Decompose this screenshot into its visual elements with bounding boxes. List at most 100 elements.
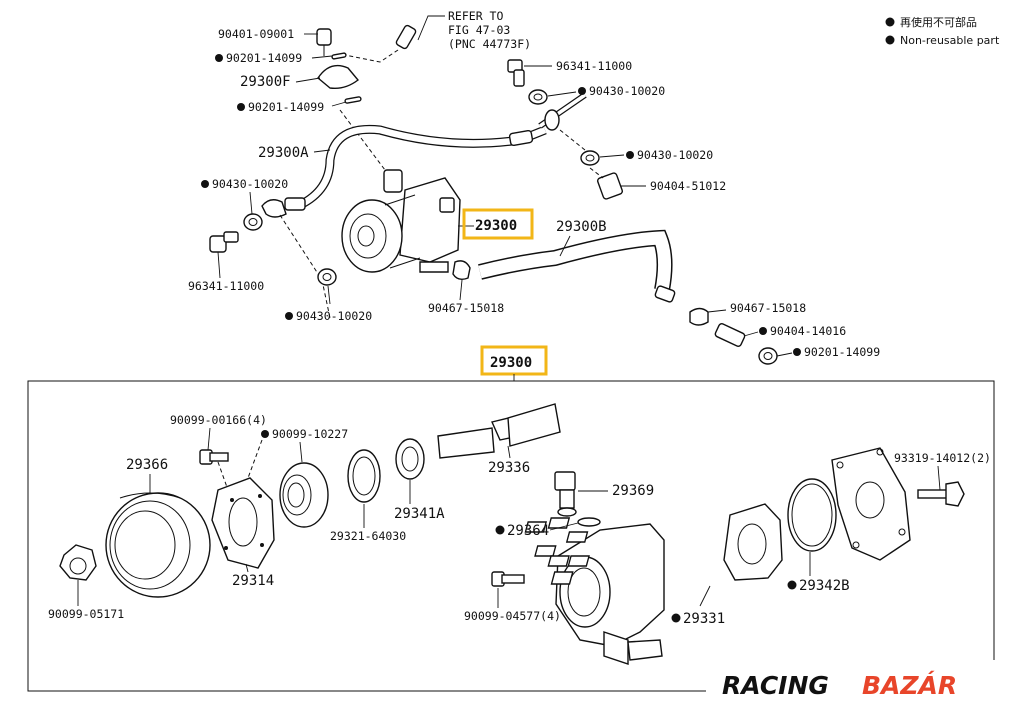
rotor: [723, 503, 783, 581]
label: 90430-10020: [296, 309, 372, 323]
nut-90099-05171: [59, 544, 97, 581]
non-reusable-icon: [237, 103, 245, 111]
label: 29300B: [556, 219, 607, 235]
non-reusable-icon: [626, 151, 634, 159]
label: 29342B: [799, 578, 850, 594]
oring-29342B: [787, 478, 837, 552]
refer-note: REFER TO FIG 47-03 (PNC 44773F): [344, 9, 531, 63]
union-90404-14016: [714, 323, 746, 347]
legend: 再使用不可部品 Non-reusable part: [885, 15, 1000, 47]
dashed-line: [247, 439, 263, 479]
banjo-fitting: [544, 109, 560, 131]
label: 29321-64030: [330, 529, 406, 543]
hose-29300B: [478, 231, 672, 292]
gasket-90430-c: [243, 213, 263, 231]
label: 90099-04577(4): [464, 609, 561, 623]
label: 90099-05171: [48, 607, 124, 621]
pulley-29366: [105, 492, 211, 598]
non-reusable-icon: [787, 580, 797, 590]
label: 90404-51012: [650, 179, 726, 193]
upper-left-parts: [316, 28, 386, 171]
gasket-90201-c: [758, 347, 778, 365]
label: 29366: [126, 457, 168, 473]
seal-29341A: [395, 438, 425, 480]
pump-pulley: [341, 199, 403, 273]
refer-line1: REFER TO: [448, 9, 503, 23]
left-fittings: [209, 199, 337, 319]
label: 90201-14099: [804, 345, 880, 359]
shaft-29336: [437, 403, 561, 459]
bullet-icon: [885, 17, 895, 27]
label: 29300A: [258, 145, 309, 161]
dashed-line: [559, 129, 586, 151]
label: 29369: [612, 483, 654, 499]
bottom-labels: 90099-00166(4) 90099-10227 29366 29336 9…: [48, 413, 991, 627]
bolt-90099-00166: [199, 449, 229, 491]
label: 90430-10020: [589, 84, 665, 98]
clip-90201-a: [331, 52, 347, 60]
label: 90430-10020: [212, 177, 288, 191]
non-reusable-icon: [495, 525, 505, 535]
pump-housing: [555, 523, 665, 665]
legend-jp: 再使用不可部品: [900, 15, 977, 29]
top-labels: 90401-09001 90201-14099 29300F 90201-140…: [188, 27, 880, 359]
label: 90404-14016: [770, 324, 846, 338]
bolt-93319-14012: [917, 481, 965, 507]
label: 90430-10020: [637, 148, 713, 162]
logo-bazar: BAZÁR: [862, 671, 957, 700]
dashed-line: [217, 461, 229, 491]
non-reusable-icon: [671, 613, 681, 623]
bearing-90099-10227: [247, 439, 329, 528]
gasket-90430-a: [528, 89, 548, 105]
legend-en: Non-reusable part: [900, 34, 1000, 47]
union-29300F: [317, 64, 360, 90]
pump-body: [399, 177, 461, 263]
union-90404-51012: [596, 172, 624, 200]
label: 29341A: [394, 506, 445, 522]
pump-inlet: [419, 261, 449, 273]
label: 29331: [683, 611, 725, 627]
pump-assembly-top: [341, 169, 474, 273]
label-29300-top: 29300: [475, 218, 517, 234]
leader-line: [417, 15, 445, 41]
vanes-29331: [524, 517, 590, 585]
exploded-view-frame: [27, 380, 995, 692]
label: 96341-11000: [556, 59, 632, 73]
hose-fitting: [508, 129, 534, 147]
label: 29314: [232, 573, 274, 589]
bolt-90401: [316, 28, 332, 46]
lower-right-fittings: [689, 307, 778, 365]
gasket-90430-b: [580, 150, 600, 166]
label: 90467-15018: [730, 301, 806, 315]
non-reusable-icon: [261, 430, 269, 438]
hose-fitting: [284, 197, 306, 211]
bolt-90099-04577: [491, 571, 525, 587]
label: 29300F: [240, 74, 291, 90]
pump-outlet: [383, 169, 403, 193]
gasket-90430-d: [317, 268, 337, 286]
non-reusable-icon: [793, 348, 801, 356]
refer-line3: (PNC 44773F): [448, 37, 531, 51]
label: 93319-14012(2): [894, 451, 991, 465]
ring-29321-64030: [347, 449, 381, 503]
flange-29314: [211, 477, 275, 569]
watermark-logo: RACING BAZÁR: [706, 660, 1022, 704]
non-reusable-icon: [215, 54, 223, 62]
non-reusable-icon: [759, 327, 767, 335]
hose-clamp: [261, 199, 287, 218]
label: 29364: [507, 523, 549, 539]
connector-29369: [554, 471, 577, 517]
refer-line2: FIG 47-03: [448, 23, 510, 37]
hose-clamp-90467-a: [452, 260, 471, 281]
non-reusable-icon: [201, 180, 209, 188]
label: 90401-09001: [218, 27, 294, 41]
oring-29364: [577, 517, 601, 527]
logo-racing: RACING: [722, 671, 829, 700]
non-reusable-icon: [578, 87, 586, 95]
dashed-line: [279, 214, 331, 319]
label: 90201-14099: [226, 51, 302, 65]
highlight-box-top: [462, 208, 534, 240]
dashed-line: [589, 167, 604, 179]
clip-90201-b: [344, 96, 362, 104]
